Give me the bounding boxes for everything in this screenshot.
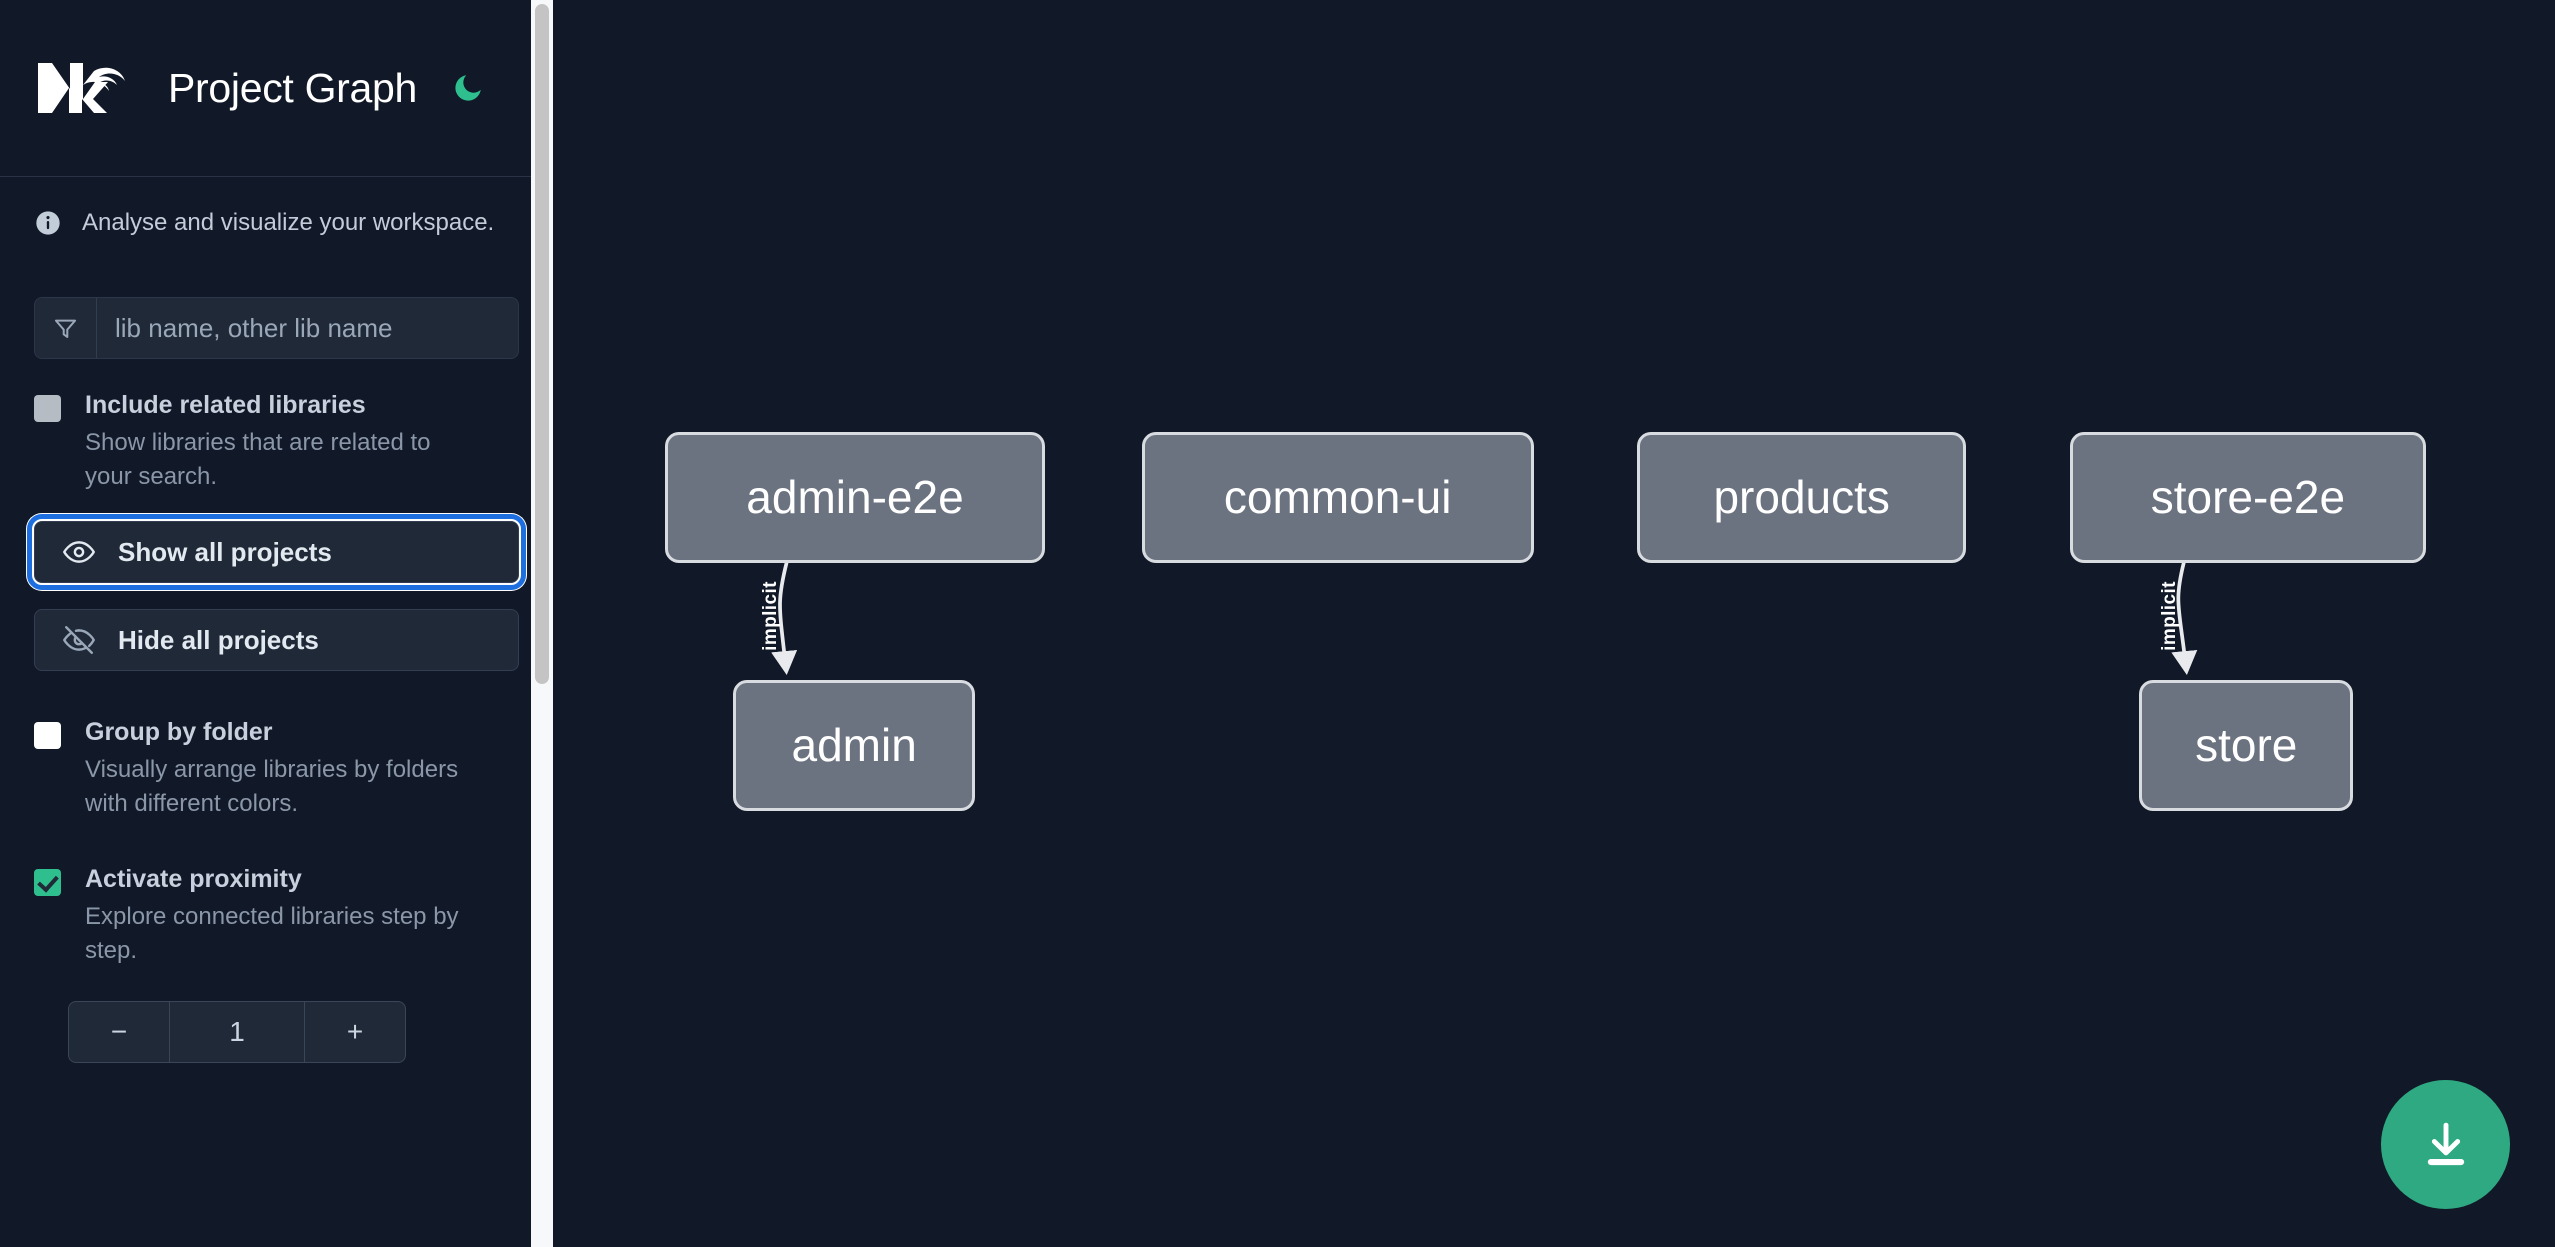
graph-node-products[interactable]: products (1637, 431, 1967, 563)
sidebar: Project Graph Analyse and visualize your… (0, 0, 553, 1247)
nx-logo-icon (38, 63, 125, 113)
eye-icon (63, 541, 95, 563)
option-description: Visually arrange libraries by folders wi… (85, 755, 459, 818)
group-by-folder-checkbox[interactable] (34, 722, 61, 750)
option-activate-proximity[interactable]: Activate proximity Explore connected lib… (34, 862, 519, 969)
show-all-projects-label: Show all projects (118, 536, 332, 567)
search-input[interactable] (97, 298, 518, 358)
activate-proximity-checkbox[interactable] (34, 869, 61, 897)
option-description: Explore connected libraries step by step… (85, 902, 459, 965)
download-image-button[interactable] (2381, 1080, 2510, 1209)
option-include-related-libraries[interactable]: Include related libraries Show libraries… (34, 388, 519, 495)
graph-node-store-e2e[interactable]: store-e2e (2069, 431, 2427, 563)
proximity-value: 1 (229, 1016, 245, 1048)
graph-node-common-ui[interactable]: common-ui (1141, 431, 1534, 563)
sidebar-scrollbar[interactable] (531, 0, 553, 1247)
download-icon (2427, 1122, 2464, 1165)
graph-node-store[interactable]: store (2139, 679, 2354, 811)
option-title: Activate proximity (85, 865, 302, 894)
include-related-libraries-checkbox[interactable] (34, 395, 61, 422)
moon-icon[interactable] (448, 68, 488, 108)
graph-node-admin[interactable]: admin (732, 679, 976, 811)
graph-edges-layer (771, 562, 2198, 676)
proximity-increment-button[interactable]: + (304, 1002, 405, 1063)
eye-off-icon (63, 626, 95, 655)
option-body: Include related libraries Show libraries… (85, 388, 475, 495)
sidebar-body: Include related libraries Show libraries… (0, 297, 553, 1064)
graph-canvas[interactable]: admin-e2e common-ui products store-e2e admin… (553, 0, 2555, 1247)
sidebar-header: Project Graph (0, 0, 553, 177)
search-filter-box[interactable] (34, 297, 519, 359)
hide-all-projects-button[interactable]: Hide all projects (34, 609, 519, 672)
option-title: Include related libraries (85, 391, 366, 419)
option-title: Group by folder (85, 718, 273, 747)
option-description: Show libraries that are related to your … (85, 428, 431, 491)
option-body: Group by folder Visually arrange librari… (85, 715, 475, 822)
hide-all-projects-label: Hide all projects (118, 624, 319, 655)
proximity-decrement-button[interactable]: − (69, 1002, 170, 1063)
filter-funnel-icon (35, 298, 97, 358)
graph-node-admin-e2e[interactable]: admin-e2e (664, 431, 1045, 563)
sidebar-scrollbar-thumb[interactable] (535, 4, 549, 684)
option-group-by-folder[interactable]: Group by folder Visually arrange librari… (34, 715, 519, 822)
page-title: Project Graph (168, 64, 418, 111)
option-body: Activate proximity Explore connected lib… (85, 862, 475, 969)
tagline-text: Analyse and visualize your workspace. (82, 209, 495, 236)
proximity-stepper[interactable]: − 1 + (68, 1001, 406, 1064)
tagline: Analyse and visualize your workspace. (0, 177, 553, 269)
show-all-projects-button[interactable]: Show all projects (27, 514, 526, 591)
info-icon (36, 211, 60, 235)
